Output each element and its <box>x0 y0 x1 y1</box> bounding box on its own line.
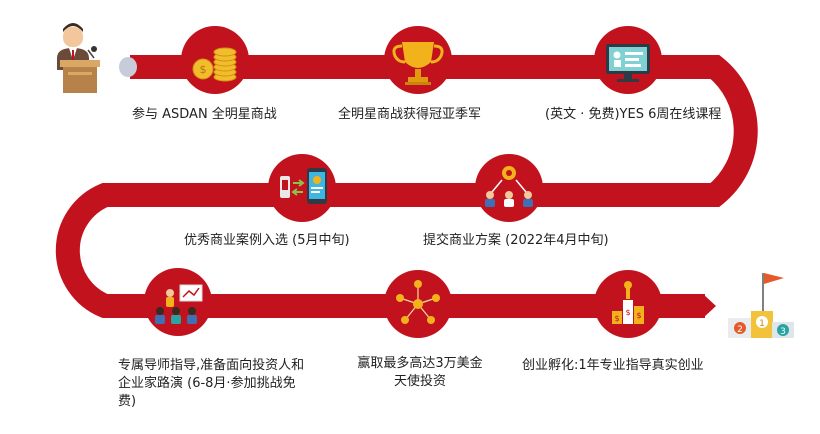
step-3-label: (英文 · 免费)YES 6周在线课程 <box>545 107 722 122</box>
svg-text:$: $ <box>614 314 619 323</box>
svg-text:$: $ <box>636 311 641 320</box>
finish-flag <box>764 273 784 284</box>
step-7-label: 赢取最多高达3万美金天使投资 <box>357 356 483 389</box>
step-5-label: 提交商业方案 (2022年4月中旬) <box>423 233 609 248</box>
podium-place-3: 3 <box>780 327 786 337</box>
svg-text:$: $ <box>200 63 207 76</box>
podium-place-2: 2 <box>737 325 743 335</box>
speaker-podium-icon <box>57 23 100 93</box>
podium-place-1: 1 <box>759 319 765 329</box>
step-1-coins-icon: $ <box>181 26 249 94</box>
step-4-label: 优秀商业案例入选 (5月中旬) <box>184 233 350 248</box>
step-2-label: 全明星商战获得冠亚季军 <box>338 107 482 122</box>
step-6-label: 专属导师指导,准备面向投资人和企业家路演 (6-8月·参加挑战免费) <box>118 358 305 409</box>
step-8-incubation-icon: $ $ $ <box>594 270 662 338</box>
step-4-mobile-showcase-icon <box>268 154 336 222</box>
step-7-investment-network-icon <box>384 270 452 338</box>
winners-podium-icon: 2 1 3 <box>728 273 794 338</box>
svg-text:$: $ <box>625 308 630 317</box>
step-6-mentor-presentation-icon <box>144 268 212 336</box>
step-5-team-plan-icon <box>475 154 543 222</box>
step-3-online-course-icon <box>594 26 662 94</box>
road-end-cap <box>703 294 716 318</box>
road-start-cap <box>119 57 137 77</box>
step-1-label: 参与 ASDAN 全明星商战 <box>132 107 277 122</box>
step-2-trophy-icon <box>384 26 452 94</box>
step-8-label: 创业孵化:1年专业指导真实创业 <box>522 358 704 373</box>
road-path <box>55 55 758 318</box>
